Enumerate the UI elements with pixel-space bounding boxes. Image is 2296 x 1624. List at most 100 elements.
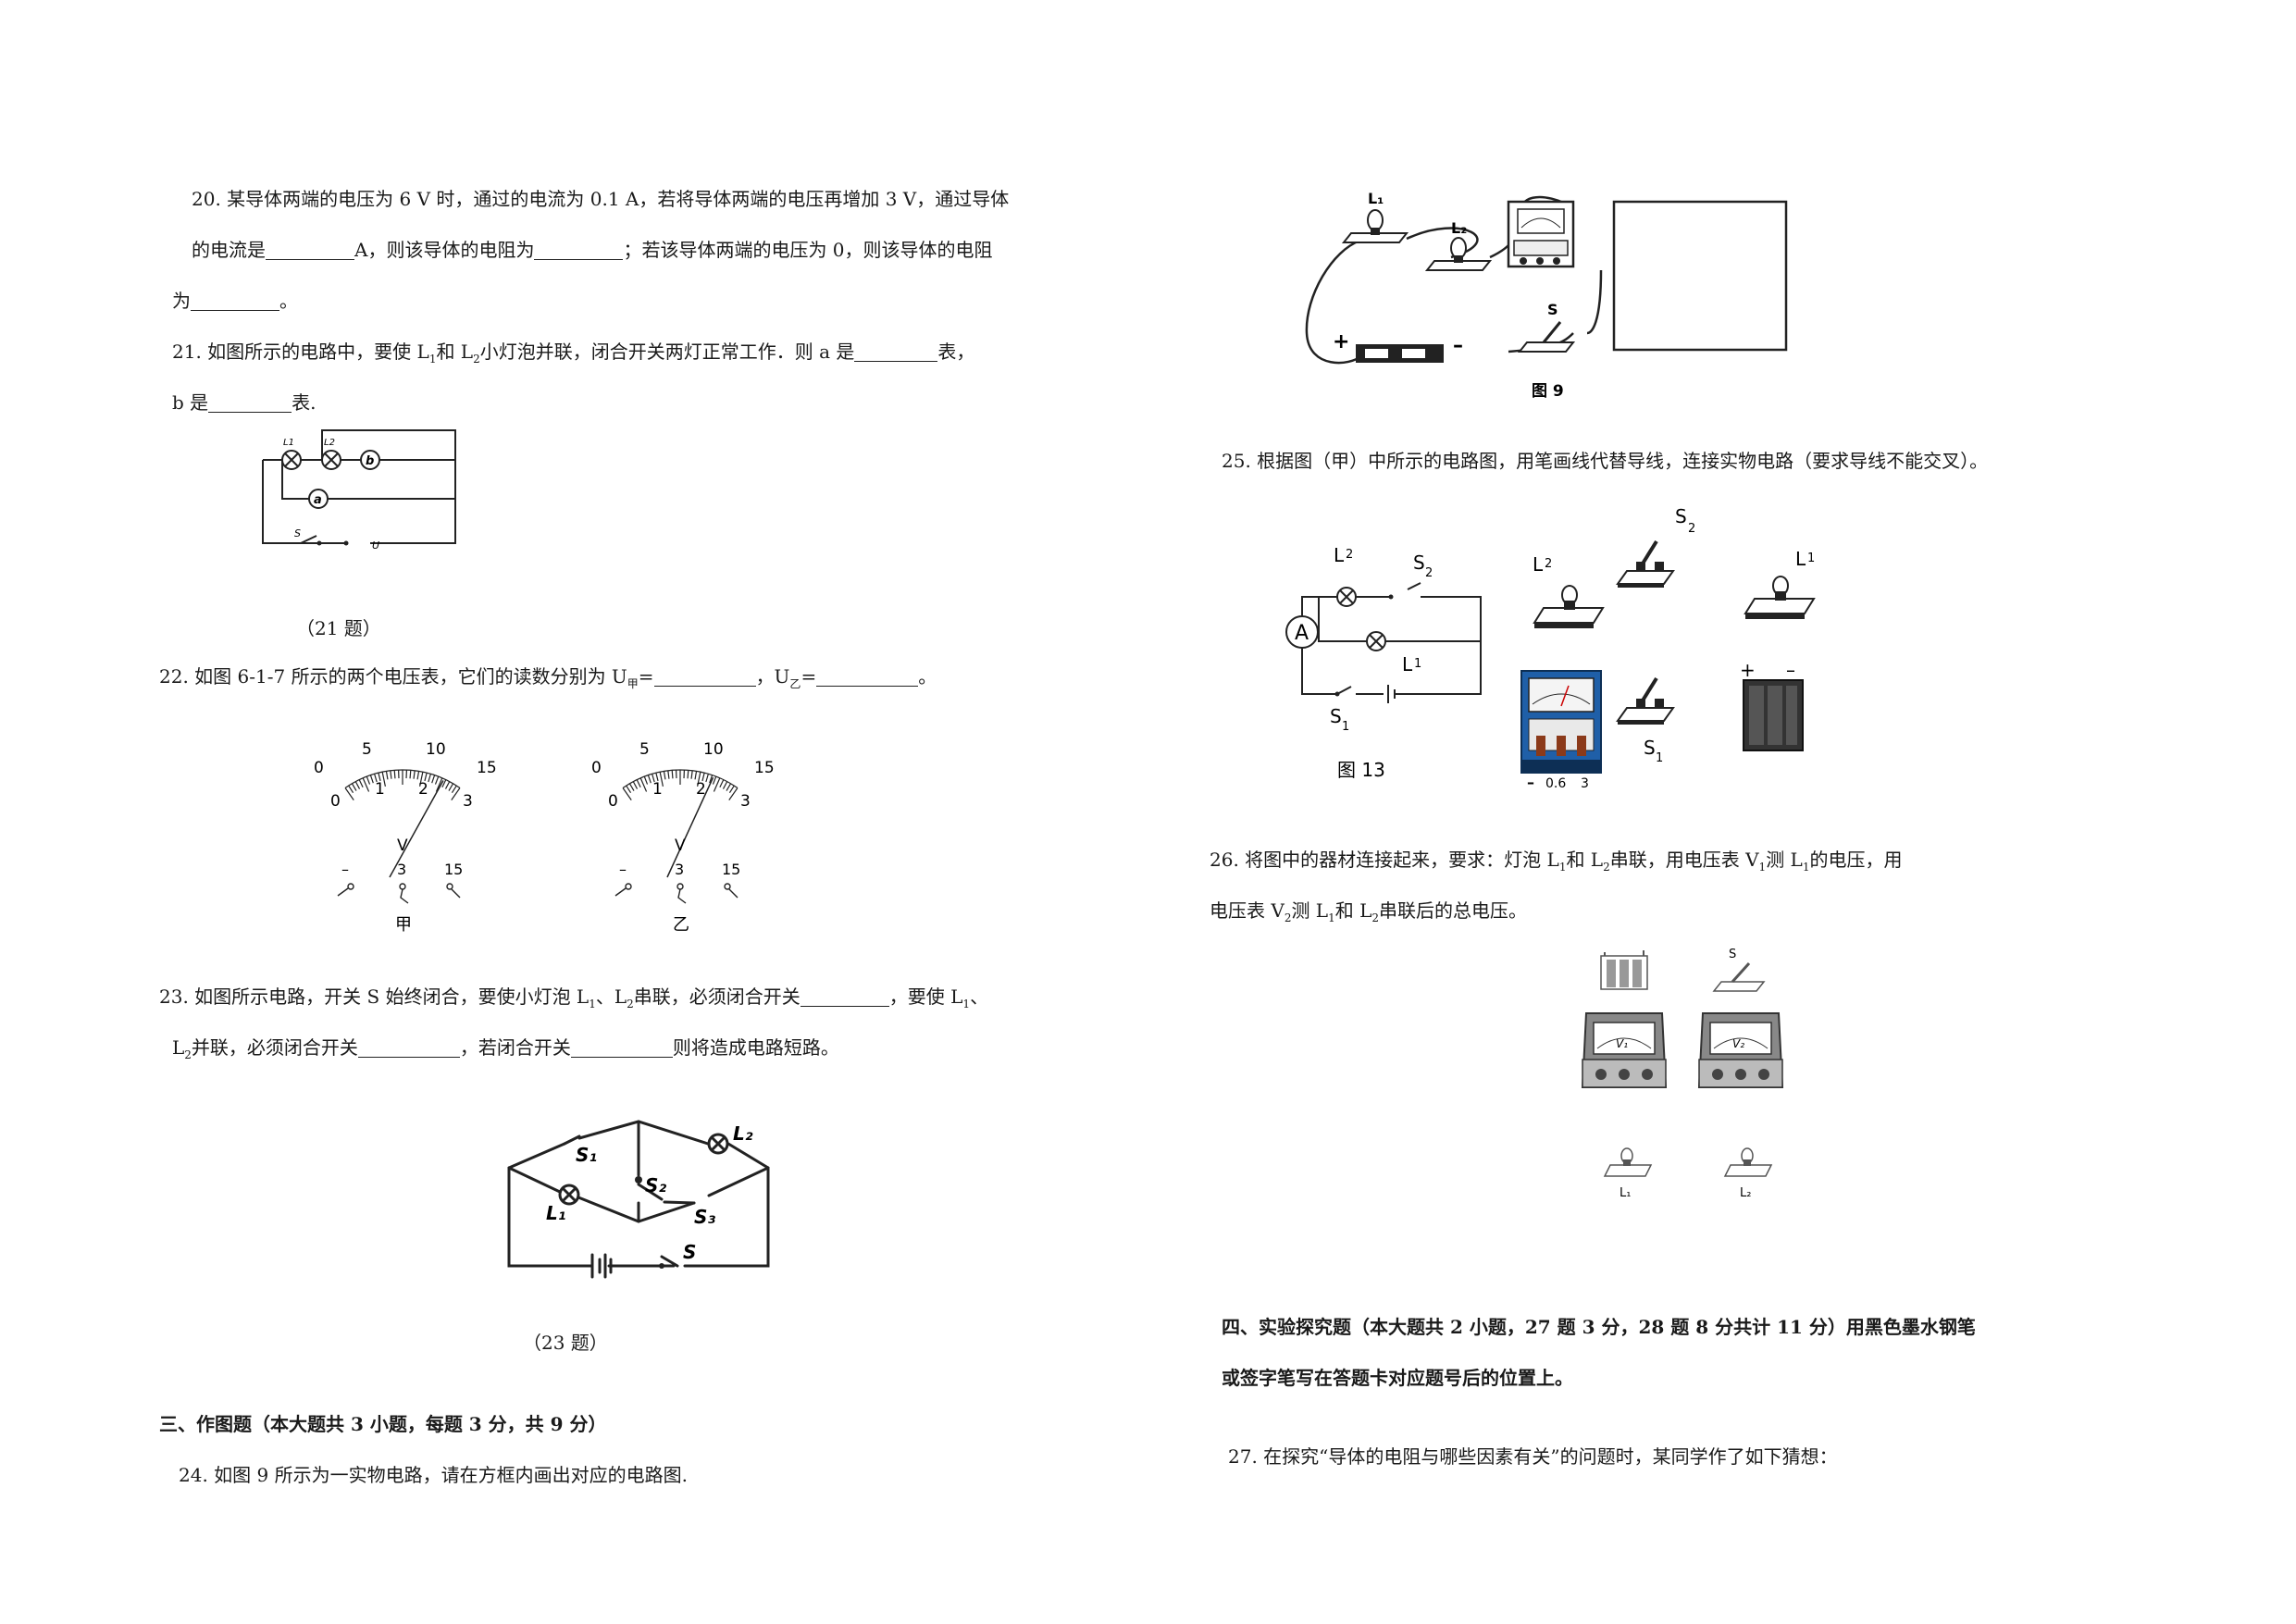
q24-switch-s (1517, 321, 1576, 353)
q23-blank-parallel[interactable] (357, 1036, 460, 1058)
q20-blank-zero-voltage[interactable] (191, 290, 279, 311)
q21-caption: （21 题） (296, 617, 381, 639)
q23-fig-label-s1: S₁ (576, 1144, 597, 1166)
q20-text-3: 为 (172, 290, 191, 312)
scale-tick (448, 783, 454, 791)
scale-tick (659, 772, 664, 787)
scale-tick (362, 777, 370, 792)
q26-label-s: S (1729, 948, 1736, 961)
q25-comp-label-minus: – (1786, 659, 1795, 681)
q25-lamp-l1 (1744, 576, 1816, 619)
q21-line2: b 是表. (172, 390, 316, 415)
voltmeter-jia-upper-10: 10 (426, 740, 446, 759)
q24-ammeter (1507, 200, 1575, 268)
voltmeter-yi-lower-2: 2 (696, 780, 706, 799)
voltmeter-yi-lower-1: 1 (652, 780, 663, 799)
q24-answer-box[interactable] (1612, 200, 1788, 352)
q22-text-b: = (638, 665, 654, 688)
q24-text: 24. 如图 9 所示为一实物电路，请在方框内画出对应的电路图. (179, 1464, 688, 1486)
scale-tick (435, 777, 443, 792)
q21-fig-label-l2: L2 (324, 438, 335, 448)
q25-comp-label-l1-sub: 1 (1807, 552, 1815, 565)
q23-fig-label-l2: L₂ (733, 1122, 753, 1145)
q26-text-1c: 串联，用电压表 V (1609, 849, 1759, 871)
q25-comp-label-s1-sub: 1 (1656, 751, 1663, 765)
q20-blank-current[interactable] (266, 239, 354, 260)
q22-blank-jia[interactable] (653, 665, 756, 687)
scale-tick (358, 779, 364, 788)
q20-text-3-end: 。 (279, 290, 298, 312)
q21-fig-label-s: S (294, 527, 301, 539)
scale-tick (451, 787, 461, 800)
q25-figure-label: 图 13 (1337, 759, 1385, 781)
voltmeter-yi-term-3: 3 (675, 861, 684, 878)
scale-tick (393, 770, 396, 779)
q23-text-1c: 串联，必须闭合开关 (633, 986, 800, 1008)
voltmeter-jia-lower-3: 3 (463, 792, 473, 811)
voltmeter-jia-lower-1: 1 (375, 780, 385, 799)
scale-tick (344, 787, 354, 800)
q23-line2: L2并联，必须闭合开关，若闭合开关则将造成电路短路。 (172, 1035, 839, 1068)
scale-tick (667, 770, 670, 779)
voltmeter-jia-terminals (337, 883, 461, 904)
q21-text-1a: 21. 如图所示的电路中，要使 L (172, 341, 429, 363)
q23-sub-2b: 2 (184, 1048, 192, 1061)
q26-sub-1b: 1 (1758, 861, 1767, 874)
q21-blank-a[interactable] (854, 341, 938, 362)
scale-tick (378, 773, 381, 782)
q22-text-d: = (800, 665, 817, 688)
q26-line1: 26. 将图中的器材连接起来，要求：灯泡 L1和 L2串联，用电压表 V1测 L… (1210, 847, 1902, 880)
q22-sub-jia: 甲 (627, 677, 639, 690)
q26-text-2a: 电压表 V (1210, 899, 1285, 922)
q26-label-l2: L₂ (1740, 1186, 1751, 1200)
q25-fig-label-s1-sub: 1 (1342, 720, 1349, 734)
q21-text-1c: 小灯泡并联，闭合开关两灯正常工作．则 a 是 (479, 341, 855, 363)
q20-blank-resistance[interactable] (534, 239, 624, 260)
q25-comp-label-l1: L (1795, 548, 1806, 570)
q25-comp-scale-3: 3 (1581, 776, 1589, 791)
q23-blank-short[interactable] (570, 1036, 673, 1058)
q26-sub-2a: 2 (1603, 861, 1610, 874)
q21-sub-1: 1 (428, 353, 437, 366)
q21-fig-label-u: U (372, 539, 379, 552)
q24-battery (1356, 344, 1444, 363)
scale-tick (428, 774, 431, 783)
q25-fig-label-l1: L (1402, 653, 1413, 676)
q26-sub-1d: 1 (1328, 911, 1335, 924)
scale-arc (344, 769, 461, 789)
q21-blank-b[interactable] (208, 391, 292, 413)
q21-fig-label-a: a (314, 493, 322, 507)
scale-tick (385, 771, 389, 780)
q23-blank-series[interactable] (800, 986, 889, 1007)
q25-fig-label-l2-sub: 2 (1346, 548, 1353, 562)
scale-tick (652, 774, 655, 783)
voltmeter-yi-terminals (614, 883, 738, 904)
voltmeter-yi-upper-10: 10 (703, 740, 724, 759)
q22-text-e: 。 (918, 665, 937, 688)
q25-comp-scale-06: 0.6 (1545, 776, 1566, 791)
scale-tick (719, 779, 725, 788)
q25-comp-label-s2-sub: 2 (1688, 522, 1695, 536)
q20-text-2c: ；若该导体两端的电压为 0，则该导体的电阻 (623, 239, 993, 261)
scale-tick (701, 773, 705, 782)
scale-tick (622, 787, 632, 800)
voltmeter-yi-upper-0: 0 (591, 759, 602, 777)
q20-text-1: 20. 某导体两端的电压为 6 V 时，通过的电流为 0.1 A，若将导体两端的… (192, 188, 1010, 210)
q20-text-2a: 的电流是 (192, 239, 266, 261)
scale-tick (374, 774, 378, 783)
q25-switch-s2 (1616, 539, 1675, 588)
scale-tick (413, 770, 416, 779)
q23-sub-2a: 2 (627, 998, 634, 1010)
q26-text-2d: 串联后的总电压。 (1379, 899, 1528, 922)
q26-text-2c: 和 L (1334, 899, 1372, 922)
q21-text-2a: b 是 (172, 391, 209, 414)
scale-tick (647, 775, 652, 784)
voltmeter-yi-needle (666, 776, 714, 878)
voltmeter-jia-upper-5: 5 (362, 740, 372, 759)
voltmeter-jia-term-3: 3 (397, 861, 406, 878)
q23-text-2c: ，若闭合开关 (459, 1036, 571, 1059)
q21-sub-2: 2 (473, 353, 480, 366)
q22-blank-yi[interactable] (816, 665, 919, 687)
q25-fig-label-s2: S (1413, 552, 1425, 574)
